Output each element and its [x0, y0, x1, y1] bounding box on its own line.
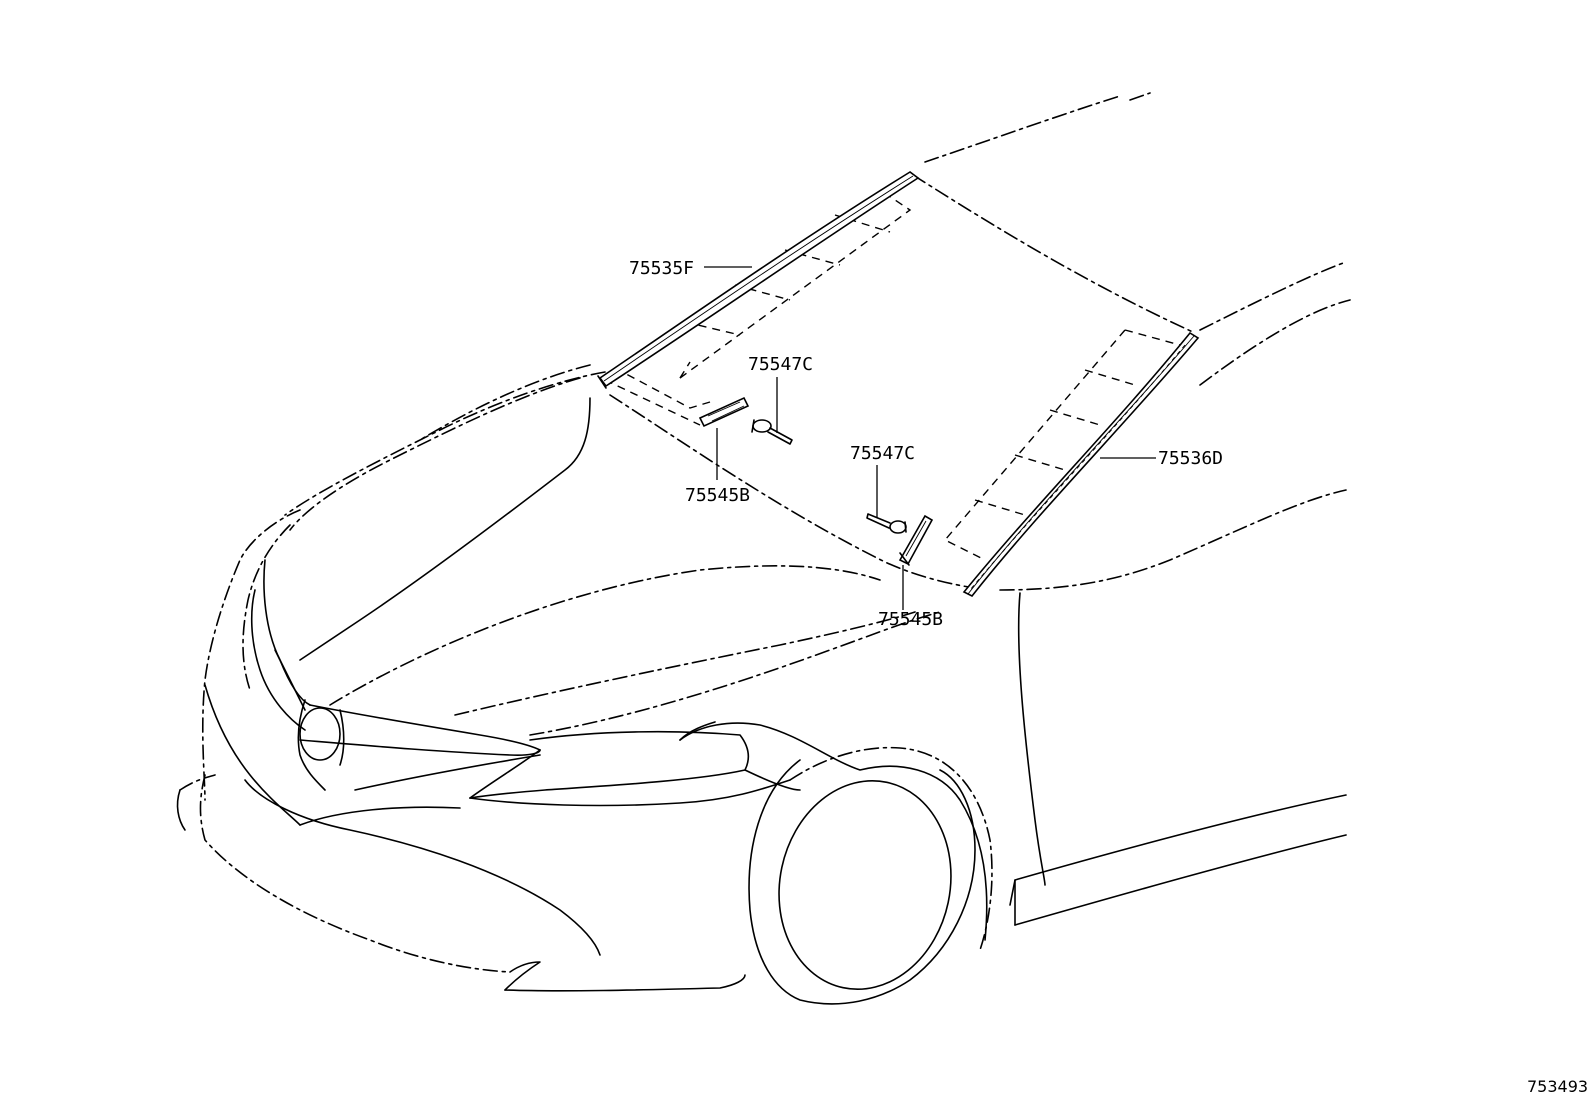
callout-75545B-left: 75545B	[685, 485, 750, 506]
retainer-right-part	[898, 514, 934, 566]
roof-molding-part	[597, 171, 920, 389]
retainer-left-part	[698, 396, 750, 428]
clip-left-part	[751, 419, 793, 445]
callout-75535F: 75535F	[629, 258, 694, 279]
side-molding-part	[962, 331, 1200, 598]
callout-75545B-right: 75545B	[878, 609, 943, 630]
callout-75547C-right: 75547C	[850, 443, 915, 464]
leader-lines	[704, 266, 1156, 610]
illustration-number: 753493	[1527, 1077, 1588, 1096]
callout-75547C-left: 75547C	[748, 354, 813, 375]
callout-75536D: 75536D	[1158, 448, 1223, 469]
car-body-outline	[176, 92, 1351, 1005]
clip-right-part	[866, 513, 907, 534]
